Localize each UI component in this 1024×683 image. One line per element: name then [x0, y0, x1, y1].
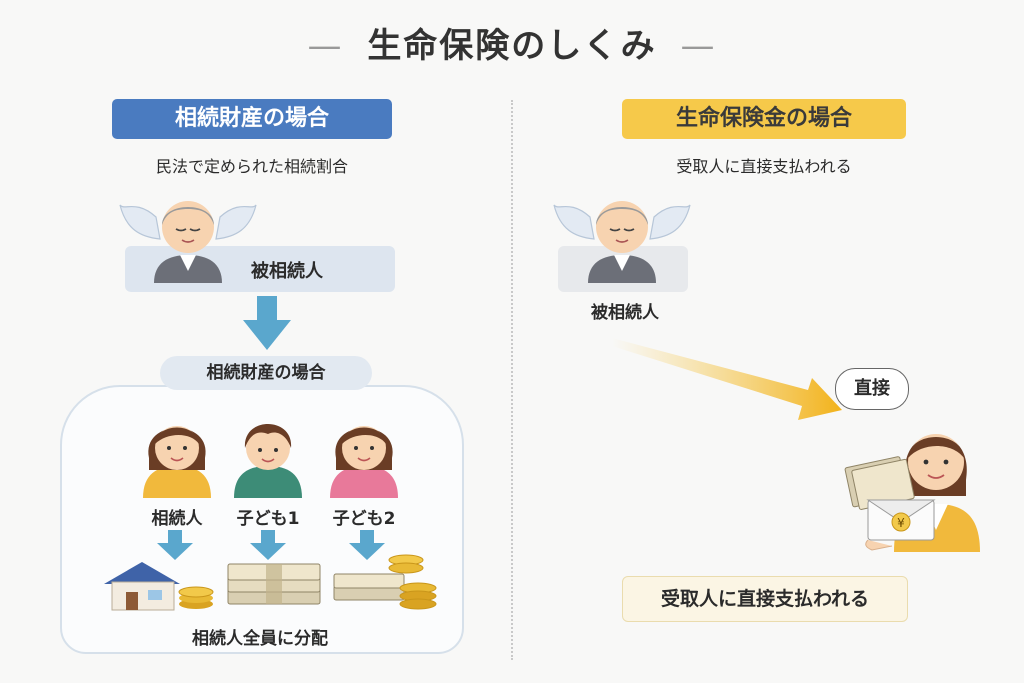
down-arrow-icon [243, 296, 291, 350]
estate-footer: 相続人全員に分配 [192, 629, 328, 649]
heir-label-3: 子ども2 [332, 509, 396, 529]
down-arrow-small-1 [157, 530, 193, 560]
diagonal-arrow-icon [612, 338, 842, 420]
deceased-label-right: 被相続人 [591, 303, 659, 323]
inheritance-subtitle: 民法で定められた相続割合 [155, 157, 348, 176]
page-title: — 生命保険のしくみ — [0, 18, 1024, 67]
title-dash-left: — [307, 26, 344, 66]
title-text: 生命保険のしくみ [367, 26, 657, 66]
inheritance-heading: 相続財産の場合 [112, 99, 392, 139]
woman-icon [143, 426, 211, 498]
down-arrow-small-2 [250, 530, 286, 560]
banknote-stack-icon [227, 563, 321, 605]
angel-elder-icon-right [553, 201, 691, 283]
heir-label-2: 子ども1 [236, 509, 300, 529]
coin-stack-icon [333, 554, 437, 610]
woman-icon-right: ¥ [844, 434, 980, 552]
insurance-heading: 生命保険金の場合 [622, 99, 906, 139]
title-dash-right: — [680, 26, 717, 66]
estate-group-label: 相続財産の場合 [160, 356, 372, 390]
center-divider [511, 100, 513, 660]
down-arrow-small-3 [349, 530, 385, 560]
insurance-footer: 受取人に直接支払われる [622, 576, 908, 622]
angel-elder-icon [119, 201, 257, 283]
insurance-subtitle: 受取人に直接支払われる [676, 157, 852, 176]
house-icon [104, 562, 214, 611]
yen-symbol: ¥ [897, 516, 905, 530]
direct-speech-bubble: 直接 [835, 368, 909, 410]
heir-label-1: 相続人 [151, 509, 203, 529]
girl-icon [330, 426, 398, 498]
deceased-label-left: 被相続人 [251, 261, 323, 282]
boy-icon [234, 424, 302, 498]
